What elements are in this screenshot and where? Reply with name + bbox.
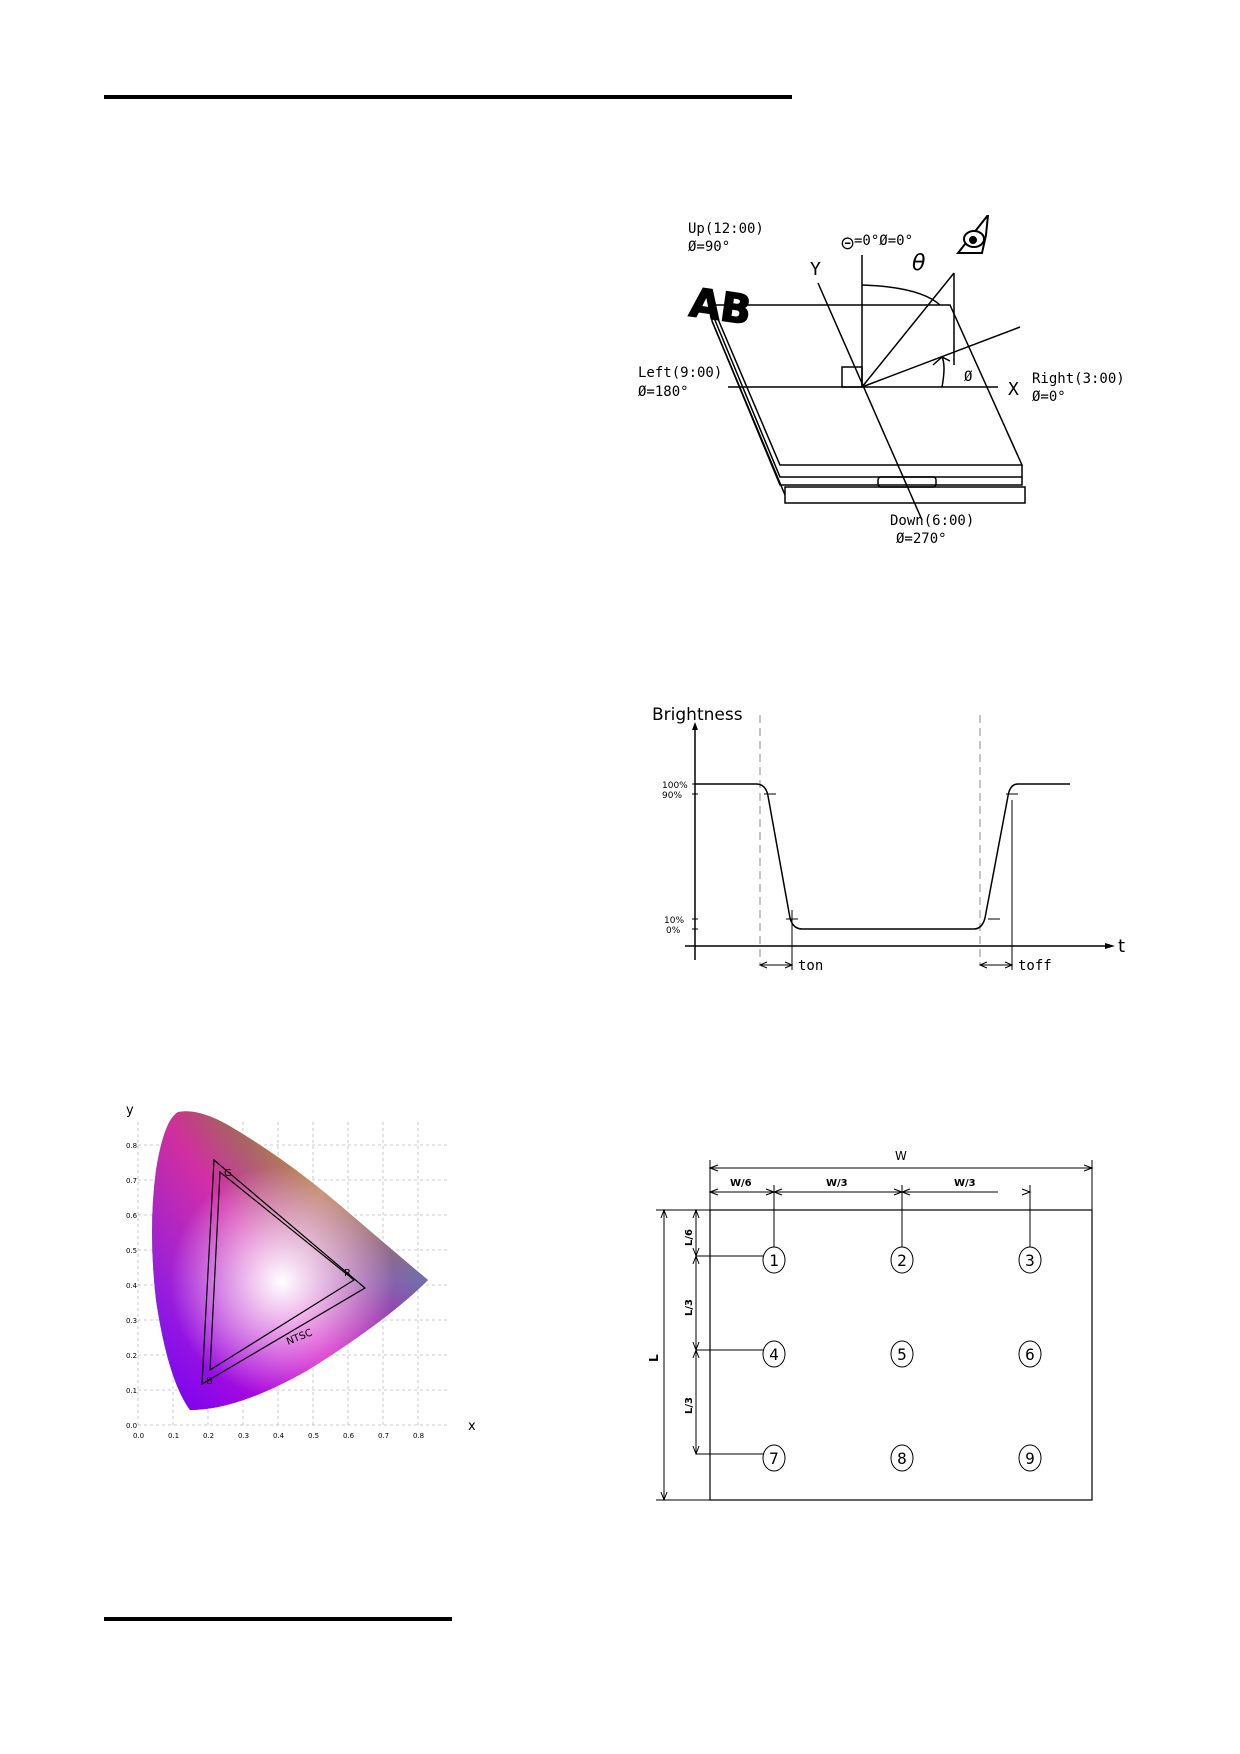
- point-1-marker: [762, 1246, 786, 1274]
- l3b-label: L/3: [684, 1397, 695, 1414]
- x-tick: 0.2: [203, 1432, 214, 1440]
- measurement-points-diagram: W W/6 W/3 W/3 L L/6 L/3 L/3 1 2 3 4 5 6 …: [647, 1149, 1094, 1502]
- right-angle: Ø=0°: [1032, 389, 1066, 405]
- w3b-label: W/3: [954, 1178, 976, 1189]
- panel-base: [784, 486, 1026, 504]
- right-label: Right(3:00): [1032, 371, 1125, 387]
- x-tick: 0.0: [133, 1432, 144, 1440]
- y-tick: 0.7: [126, 1177, 137, 1185]
- panel-outline: [709, 1209, 1093, 1501]
- point-r: R: [344, 1268, 351, 1279]
- panel-text: AB: [687, 280, 754, 334]
- point-3-marker: [1018, 1246, 1042, 1274]
- theta-phi-zero: =0°Ø=0°: [854, 233, 913, 249]
- point-5-label: 5: [897, 1345, 907, 1364]
- y-axis-label: Y: [810, 259, 821, 280]
- left-label: Left(9:00): [638, 365, 722, 381]
- point-8-label: 8: [897, 1449, 907, 1468]
- x-tick: 0.8: [413, 1432, 424, 1440]
- w-label: W: [895, 1149, 907, 1163]
- point-6-label: 6: [1025, 1345, 1035, 1364]
- up-angle: Ø=90°: [688, 239, 730, 255]
- cie-y-axis-label: y: [126, 1103, 134, 1118]
- point-8-marker: [890, 1444, 914, 1472]
- eye-icon: [955, 215, 990, 254]
- viewing-angle-diagram: AB Up(12:00) Ø=90° ⊝ =0°Ø=0° θ Y X Left(…: [638, 215, 1125, 547]
- y-tick: 0.1: [126, 1387, 137, 1395]
- w6-label: W/6: [730, 1178, 752, 1189]
- point-1-label: 1: [769, 1251, 779, 1270]
- phi-symbol: Ø: [964, 369, 973, 385]
- ntsc-triangle: [209, 1170, 356, 1372]
- header-rule: [104, 95, 792, 99]
- point-g: G: [224, 1168, 232, 1179]
- x-tick: 0.3: [238, 1432, 249, 1440]
- point-3-label: 3: [1025, 1251, 1035, 1270]
- y-tick: 0.3: [126, 1317, 137, 1325]
- cie-x-axis-label: x: [468, 1419, 476, 1434]
- footer-rule: [104, 1617, 452, 1621]
- left-angle: Ø=180°: [638, 384, 689, 400]
- level-10: 10%: [664, 916, 684, 926]
- y-tick: 0.8: [126, 1142, 137, 1150]
- toff-label: toff: [1018, 958, 1052, 974]
- point-6-marker: [1018, 1340, 1042, 1368]
- y-tick: 0.0: [126, 1422, 137, 1430]
- l3a-label: L/3: [684, 1299, 695, 1316]
- down-label: Down(6:00): [890, 513, 974, 529]
- up-label: Up(12:00): [688, 221, 764, 237]
- level-100: 100%: [662, 781, 688, 791]
- brightness-curve: [695, 783, 1070, 930]
- y-tick: 0.5: [126, 1247, 137, 1255]
- x-tick: 0.6: [343, 1432, 355, 1440]
- theta-symbol: θ: [912, 251, 926, 276]
- point-4-label: 4: [769, 1345, 779, 1364]
- panel-gamut-triangle: [201, 1158, 367, 1386]
- point-b: B: [206, 1376, 213, 1387]
- brightness-title: Brightness: [652, 705, 743, 725]
- point-7-label: 7: [769, 1449, 779, 1468]
- w3a-label: W/3: [826, 1178, 848, 1189]
- down-angle: Ø=270°: [896, 531, 947, 547]
- x-tick: 0.5: [308, 1432, 319, 1440]
- response-time-diagram: Brightness t 100% 90% 10% 0% ton toff: [652, 705, 1125, 974]
- y-tick: 0.2: [126, 1352, 137, 1360]
- ton-label: ton: [798, 958, 823, 974]
- x-tick: 0.7: [378, 1432, 389, 1440]
- point-9-marker: [1018, 1444, 1042, 1472]
- point-7-marker: [762, 1444, 786, 1472]
- level-0: 0%: [666, 926, 681, 936]
- x-tick: 0.1: [168, 1432, 179, 1440]
- y-tick: 0.6: [126, 1212, 138, 1220]
- x-axis-label: X: [1008, 379, 1019, 400]
- x-tick: 0.4: [273, 1432, 285, 1440]
- theta-circle-symbol: ⊝: [840, 233, 855, 254]
- l-label: L: [647, 1354, 661, 1362]
- y-tick: 0.4: [126, 1282, 138, 1290]
- point-4-marker: [762, 1340, 786, 1368]
- cie-chromaticity-diagram: G R B NTSC y x 0.0 0.1 0.2 0.3 0.4 0.5 0…: [126, 1103, 476, 1440]
- point-5-marker: [890, 1340, 914, 1368]
- panel-thickness: [711, 305, 1023, 478]
- point-2-label: 2: [897, 1251, 907, 1270]
- view-ray: [861, 272, 955, 388]
- y-axis-line: [817, 282, 923, 521]
- level-90: 90%: [662, 791, 682, 801]
- l6-label: L/6: [684, 1229, 695, 1246]
- t-label: t: [1118, 936, 1125, 957]
- point-2-marker: [890, 1246, 914, 1274]
- point-9-label: 9: [1025, 1449, 1035, 1468]
